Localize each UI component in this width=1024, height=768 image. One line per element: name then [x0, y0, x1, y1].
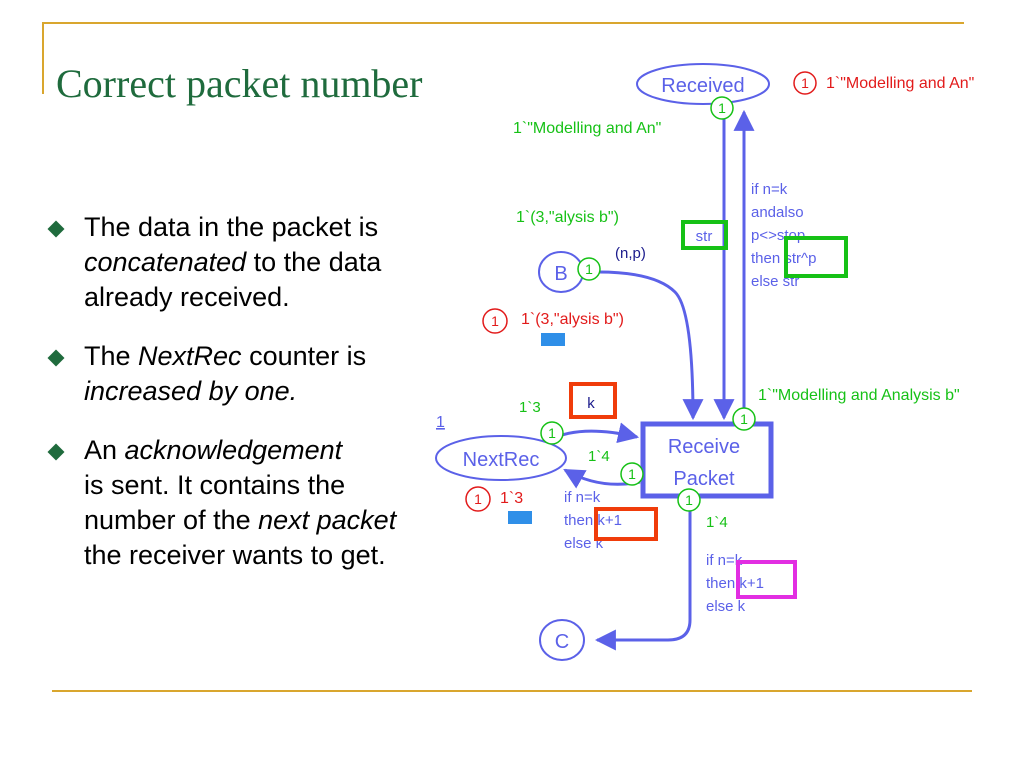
place-received	[636, 63, 770, 105]
b-token-circle	[577, 257, 601, 281]
b-marking-count: 1	[491, 313, 499, 329]
place-received-label: Received	[661, 75, 744, 97]
bullet-text-run: The	[84, 341, 139, 371]
arc-b-to-transition	[597, 270, 704, 421]
arc-np-label: (n,p)	[615, 245, 646, 262]
nextrec-out-count: 1	[628, 466, 636, 482]
bullet-line: is sent. It contains the	[84, 468, 488, 503]
arc-if-line-4: then str^p	[751, 250, 816, 267]
nextrec-marking-count: 1	[474, 491, 482, 507]
bullet-text-run: The data in the packet is	[84, 212, 379, 242]
arc-nextrec-line-3: else k	[564, 535, 604, 552]
received-arc-token-count: 1	[718, 100, 726, 116]
received-marking-value: 1`"Modelling and An"	[826, 75, 974, 92]
output-token-text: 1`"Modelling and Analysis b"	[758, 387, 960, 404]
arc-if-line-2: andalso	[751, 204, 804, 221]
b-marking-circle	[482, 308, 508, 334]
bullet-text-run: is sent. It contains the	[84, 470, 346, 500]
arc-nextrec-expression: if n=k then k+1 else k	[564, 489, 622, 552]
transition-label-line1: Receive	[668, 436, 740, 458]
bullet-line: number of the next packet	[84, 503, 488, 538]
received-arc-token-circle	[710, 96, 734, 120]
arc-c-line-1: if n=k	[706, 552, 743, 569]
transition-label-line2: Packet	[673, 468, 735, 490]
top-rule	[44, 22, 964, 24]
str-highlight-box	[681, 220, 728, 250]
arc-nextrec-line-1: if n=k	[564, 489, 601, 506]
bullet-text-run: acknowledgement	[124, 435, 343, 465]
k-highlight-box	[569, 382, 617, 419]
bullet-line: The data in the packet is	[84, 210, 488, 245]
received-marking-circle	[793, 71, 817, 95]
arc-if-line-1: if n=k	[751, 181, 788, 198]
arc-c-expression: if n=k then k+1 else k	[706, 552, 764, 615]
bullet-text-run: An	[84, 435, 125, 465]
nextrec-marking-circle	[465, 486, 491, 512]
bullet-line: the receiver wants to get.	[84, 538, 488, 573]
bullet-text-run: the receiver wants to get.	[84, 540, 386, 570]
strp-highlight-box	[784, 236, 848, 278]
transition-receive-packet	[640, 421, 774, 499]
bullet-line: already received.	[84, 280, 488, 315]
b-token-count: 1	[585, 261, 593, 277]
bullet-line: increased by one.	[84, 374, 488, 409]
nextrec-initial-marking: 1	[436, 414, 445, 431]
nextrec-token-square	[508, 511, 532, 524]
arc-nextrec-line-2: then k+1	[564, 512, 622, 529]
received-arc-token-text: 1`"Modelling and An"	[513, 120, 661, 137]
nextrec-out-circle	[620, 462, 644, 486]
arc-transition-to-c	[594, 499, 692, 651]
arc-c-line-3: else k	[706, 598, 746, 615]
arc-str-label: str	[696, 228, 713, 245]
left-rule	[42, 22, 44, 94]
k1-highlight-box-b	[736, 560, 797, 599]
bullet-line: concatenated to the data	[84, 245, 488, 280]
b-marking-value: 1`(3,"alysis b")	[521, 311, 624, 328]
bottom-rule	[52, 690, 972, 692]
bullet-text-run: concatenated	[84, 247, 247, 277]
b-token-text: 1`(3,"alysis b")	[516, 209, 619, 226]
place-nextrec-label: NextRec	[463, 449, 540, 471]
k1-highlight-box-a	[594, 507, 658, 541]
bullet-text-run: counter is	[241, 341, 367, 371]
c-token-count: 1	[685, 492, 693, 508]
output-token-count: 1	[740, 411, 748, 427]
bullet-text-run: number of the	[84, 505, 259, 535]
c-token-circle	[677, 488, 701, 512]
output-token-circle	[732, 407, 756, 431]
nextrec-in-circle	[540, 421, 564, 445]
b-token-square	[541, 333, 565, 346]
received-marking-count: 1	[801, 75, 809, 91]
bullet-line: The NextRec counter is	[84, 339, 488, 374]
nextrec-in-count: 1	[548, 425, 556, 441]
place-b-label: B	[554, 263, 567, 285]
nextrec-marking-value: 1`3	[500, 490, 523, 507]
place-c	[539, 619, 585, 661]
arc-if-line-3: p<>stop	[751, 227, 805, 244]
arc-c-line-2: then k+1	[706, 575, 764, 592]
nextrec-in-text: 1`3	[519, 399, 541, 416]
bullet-text-run: to the data	[246, 247, 382, 277]
nextrec-out-text: 1`4	[588, 448, 610, 465]
arc-k-label: k	[587, 395, 595, 412]
bullet-text-run: next packet	[258, 505, 397, 535]
bullet-text-run: increased by one.	[84, 376, 298, 406]
arc-if-expression: if n=k andalso p<>stop then str^p else s…	[751, 181, 816, 290]
place-c-label: C	[555, 631, 569, 653]
c-token-text: 1`4	[706, 514, 728, 531]
bullet-text-run: already received.	[84, 282, 290, 312]
bullet-line: An acknowledgement	[84, 433, 488, 468]
slide-title: Correct packet number	[56, 61, 423, 106]
place-nextrec	[435, 435, 567, 481]
bullet-text-run: NextRec	[138, 341, 242, 371]
